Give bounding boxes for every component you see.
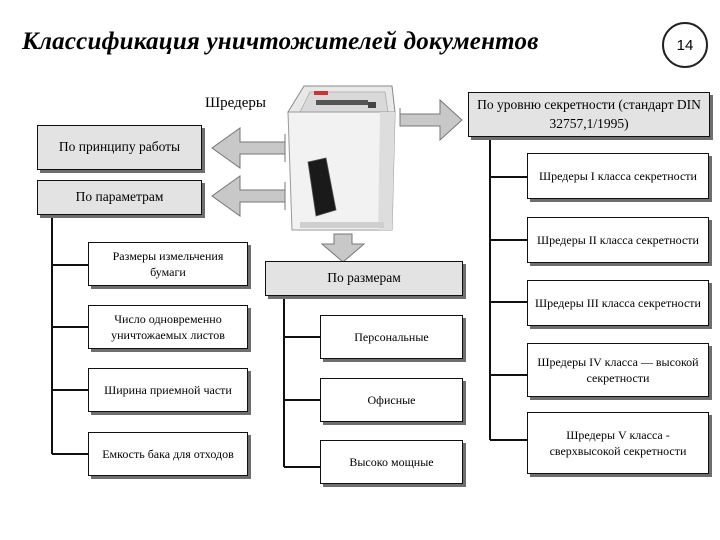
security-item-box: Шредеры II класса секретности [527, 217, 709, 263]
security-header-box: По уровню секретности (стандарт DIN 3275… [468, 92, 710, 137]
shredder-illustration [287, 85, 396, 231]
size-header-box: По размерам [265, 261, 463, 296]
principle-box: По принципу работы [37, 125, 202, 170]
size-item-box: Офисные [320, 378, 463, 422]
size-tree-lines [283, 297, 320, 468]
size-item-box: Высоко мощные [320, 440, 463, 484]
size-item-box: Персональные [320, 315, 463, 359]
arrow-to-security [399, 98, 463, 142]
security-item-box: Шредеры V класса - сверхвысокой секретно… [527, 412, 709, 474]
root-label: Шредеры [205, 95, 266, 111]
arrow-to-size [320, 233, 366, 263]
security-item-box: Шредеры I класса секретности [527, 153, 709, 199]
page-title: Классификация уничтожителей документов [22, 28, 539, 55]
page-number-badge: 14 [662, 22, 708, 68]
params-item-box: Размеры измельчения бумаги [88, 242, 248, 286]
params-item-box: Число одновременно уничтожаемых листов [88, 305, 248, 349]
params-header-box: По параметрам [37, 180, 202, 215]
params-tree-lines [51, 215, 88, 455]
params-item-box: Емкость бака для отходов [88, 432, 248, 476]
security-item-box: Шредеры IV класса — высокой секретности [527, 343, 709, 397]
arrow-to-params [211, 175, 286, 217]
security-item-box: Шредеры III класса секретности [527, 280, 709, 326]
params-item-box: Ширина приемной части [88, 368, 248, 412]
security-tree-lines [489, 138, 527, 441]
arrow-to-principle [211, 127, 286, 169]
